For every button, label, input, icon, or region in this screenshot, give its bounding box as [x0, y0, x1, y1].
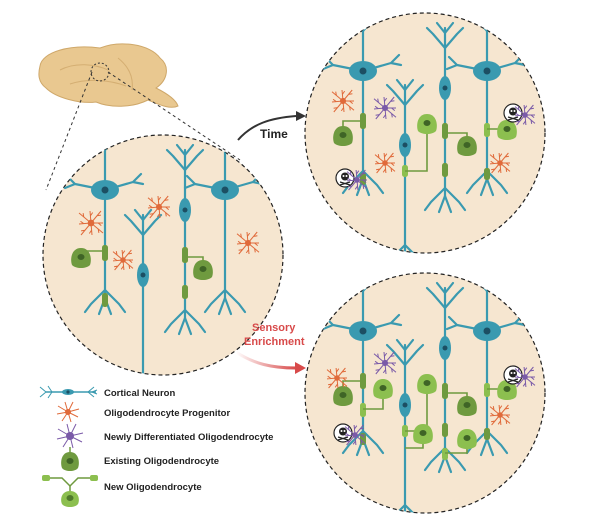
opc-icon	[56, 401, 80, 423]
cell-death-icon	[335, 168, 355, 188]
new-oligodendrocyte	[487, 120, 517, 140]
myelin-segment	[484, 123, 490, 137]
panel-baseline	[42, 134, 284, 376]
myelin-segment	[442, 123, 448, 139]
newly-differentiated-oligodendrocyte	[373, 351, 397, 375]
new-diff-oligo-icon	[56, 423, 84, 449]
new-oligodendrocyte	[363, 379, 393, 410]
myelin-segment	[442, 163, 448, 177]
enrichment-label-line1: Sensory	[252, 322, 296, 334]
dying-cell-process	[514, 104, 536, 126]
myelin-segment	[484, 428, 490, 440]
enrichment-label-line2: Enrichment	[244, 336, 305, 348]
time-label: Time	[260, 127, 288, 141]
bipolar-neuron	[423, 21, 467, 214]
oligodendrocyte-progenitor	[78, 210, 104, 236]
oligodendrocyte-progenitor	[331, 89, 355, 113]
existing-oligodendrocyte	[333, 380, 363, 406]
zoom-lines	[45, 71, 241, 191]
oligodendrocyte-progenitor	[489, 404, 511, 426]
existing-oligodendrocyte	[445, 392, 477, 416]
myelin-segment	[182, 247, 188, 263]
cortical-neuron-icon	[39, 385, 98, 399]
new-oligodendrocyte	[445, 429, 477, 454]
myelin-segment	[442, 448, 448, 460]
legend: Cortical Neuron Oligodendrocyte Progenit…	[39, 385, 273, 507]
existing-oligo-icon	[61, 447, 79, 471]
cell-death-icon	[503, 365, 523, 385]
oligodendrocyte-progenitor	[374, 152, 396, 174]
myelin-segment	[484, 383, 490, 397]
existing-oligodendrocyte	[71, 248, 105, 268]
newly-differentiated-oligodendrocyte	[373, 96, 397, 120]
panel-sensory-enrichment	[304, 272, 546, 514]
existing-oligodendrocyte	[333, 120, 363, 146]
myelin-segment	[102, 293, 108, 307]
bipolar-neuron	[121, 208, 165, 375]
new-oligodendrocyte	[405, 424, 433, 449]
existing-oligodendrocyte	[445, 132, 477, 156]
bipolar-neuron	[383, 338, 427, 513]
panel-time	[304, 12, 546, 254]
region-of-interest-marker	[90, 62, 110, 82]
bipolar-neuron	[423, 281, 467, 474]
myelin-segment	[442, 383, 448, 399]
oligodendrocyte-progenitor	[236, 231, 260, 255]
brain-illustration	[38, 43, 179, 108]
legend-label-cortical-neuron: Cortical Neuron	[104, 388, 175, 399]
legend-label-new-diff-oligo: Newly Differentiated Oligodendrocyte	[104, 432, 273, 443]
cell-death-icon	[503, 103, 523, 123]
oligodendrocyte-progenitor	[326, 367, 348, 389]
existing-oligodendrocyte	[185, 256, 213, 280]
legend-label-opc: Oligodendrocyte Progenitor	[104, 408, 230, 419]
oligodendrocyte-progenitor	[147, 195, 171, 219]
myelin-segment	[360, 173, 366, 185]
bipolar-neuron	[163, 143, 207, 336]
myelin-segment	[102, 245, 108, 261]
myelin-segment	[484, 168, 490, 180]
legend-label-existing-oligo: Existing Oligodendrocyte	[104, 456, 219, 467]
legend-label-new-oligo: New Oligodendrocyte	[104, 482, 202, 493]
time-arrow: Time	[237, 111, 306, 141]
new-oligo-icon	[42, 475, 98, 507]
dying-cell-process	[514, 366, 536, 388]
dying-cell-process	[344, 424, 366, 446]
oligodendrocyte-progenitor	[112, 249, 134, 271]
myelin-segment	[182, 285, 188, 299]
enrichment-arrow: Sensory Enrichment	[235, 322, 306, 374]
myelin-segment	[360, 403, 366, 417]
new-oligodendrocyte	[487, 380, 517, 400]
oligodendrocyte-progenitor	[489, 152, 511, 174]
myelin-segment	[442, 423, 448, 437]
dying-cell-process	[346, 169, 368, 191]
new-oligodendrocyte	[405, 114, 437, 172]
cell-death-icon	[333, 423, 353, 443]
